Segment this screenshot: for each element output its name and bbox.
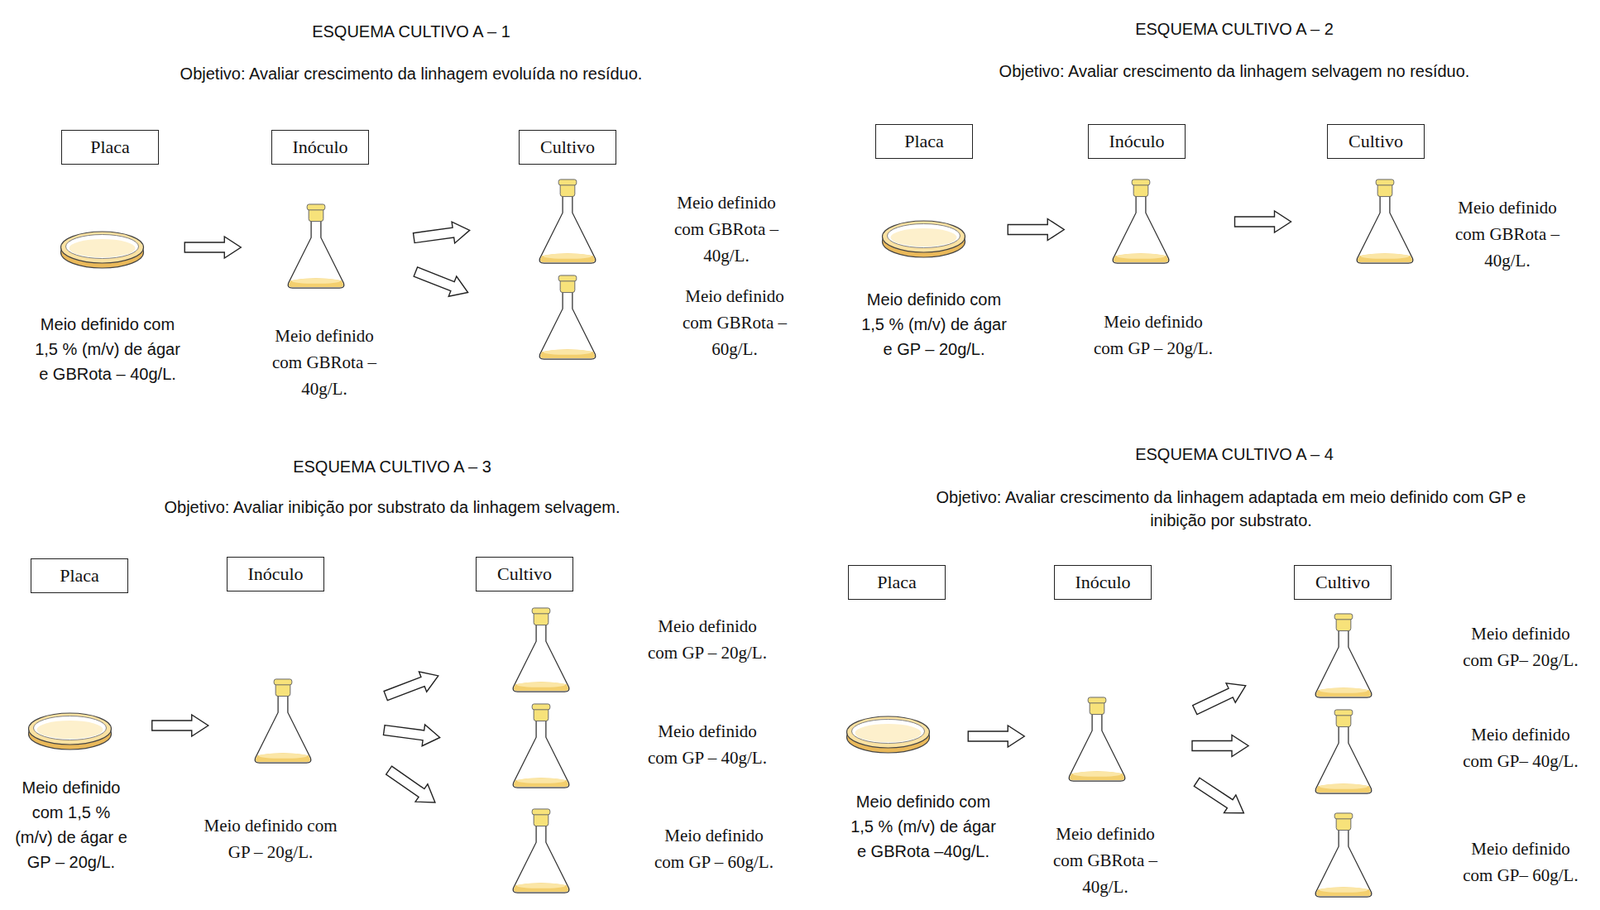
header-text: Inóculo <box>292 136 348 159</box>
scheme-title: ESQUEMA CULTIVO A – 3 <box>19 455 765 479</box>
hollow-arrow <box>1192 735 1249 757</box>
hollow-arrow <box>1235 210 1292 233</box>
medium-caption: Meio definido com 1,5 % (m/v) de ágar e … <box>847 789 1001 864</box>
hollow-arrow <box>413 267 468 297</box>
petri-dish-illustration <box>26 707 114 753</box>
flask: Meio definido com GP – 20g/L. <box>505 605 577 695</box>
stage-header-box: Placa <box>847 565 946 600</box>
flask-illustration <box>531 177 604 267</box>
header-text: Placa <box>876 571 917 594</box>
stage-header-box: Cultivo <box>475 556 574 592</box>
header-text: Inóculo <box>1108 130 1165 153</box>
header-text: Cultivo <box>540 136 595 159</box>
scheme-title: ESQUEMA CULTIVO A – 1 <box>38 19 784 44</box>
flask: Meio definido com GBRota – 40g/L. <box>1349 177 1421 267</box>
flask-illustration <box>247 676 319 767</box>
petri-dish-illustration <box>844 710 932 756</box>
header-text: Cultivo <box>1348 130 1404 153</box>
stage-header-box: Inóculo <box>1053 565 1152 600</box>
medium-caption: Meio definido com GP– 40g/L. <box>1458 721 1583 775</box>
medium-caption: Meio definido com GP– 60g/L. <box>1458 835 1583 889</box>
stage-header-box: Placa <box>30 558 129 594</box>
flask: Meio definido com GBRota – 60g/L. <box>531 273 604 363</box>
medium-caption: Meio definido com GP – 40g/L. <box>644 718 771 772</box>
medium-caption: Meio definido com 1,5 % (m/v) de ágar e … <box>31 311 185 387</box>
flask-illustration <box>531 273 604 363</box>
medium-caption: Meio definido com GP – 20g/L. <box>1090 308 1217 362</box>
stage-header-box: Placa <box>61 129 159 165</box>
medium-caption: Meio definido com 1,5 % (m/v) de ágar e … <box>13 775 130 875</box>
hollow-arrow <box>383 671 439 701</box>
hollow-arrow <box>383 724 441 747</box>
flask: Meio definido com GP– 40g/L. <box>1307 707 1380 797</box>
medium-caption: Meio definido com GP– 20g/L. <box>1458 620 1583 674</box>
header-text: Cultivo <box>497 563 552 585</box>
hollow-arrow <box>184 236 241 259</box>
flask: Meio definido com GBRota – 40g/L. <box>1061 694 1133 785</box>
flask-illustration <box>280 201 352 292</box>
header-text: Inóculo <box>247 563 303 585</box>
medium-caption: Meio definido com GP – 60g/L. <box>651 822 777 876</box>
objective-text: Objetivo: Avaliar crescimento da linhage… <box>920 485 1542 532</box>
flask-illustration <box>505 605 577 695</box>
medium-caption: Meio definido com GP – 20g/L. <box>198 812 344 866</box>
objective-text: Objetivo: Avaliar crescimento da linhage… <box>38 62 784 86</box>
petri-dish: Meio definido com 1,5 % (m/v) de ágar e … <box>844 710 932 756</box>
stage-header-box: Cultivo <box>1326 124 1425 159</box>
header-text: Cultivo <box>1315 571 1371 594</box>
flask: Meio definido com GP – 20g/L. <box>247 676 319 767</box>
flask: Meio definido com GP– 20g/L. <box>1307 611 1380 701</box>
flask: Meio definido com GP – 60g/L. <box>505 806 577 896</box>
flask-illustration <box>1307 707 1380 797</box>
medium-caption: Meio definido com GBRota – 60g/L. <box>675 282 796 363</box>
objective-text: Objetivo: Avaliar crescimento da linhage… <box>878 59 1591 83</box>
flask-illustration <box>1307 611 1380 701</box>
medium-caption: Meio definido com 1,5 % (m/v) de ágar e … <box>857 287 1011 362</box>
flask: Meio definido com GBRota – 40g/L. <box>531 177 604 267</box>
medium-caption: Meio definido com GBRota – 40g/L. <box>1045 820 1166 901</box>
header-text: Placa <box>90 136 130 159</box>
header-text: Placa <box>904 130 944 153</box>
flask-illustration <box>505 701 577 791</box>
flask: Meio definido com GP – 20g/L. <box>1105 177 1177 267</box>
stage-header-box: Inóculo <box>1087 124 1186 159</box>
flask: Meio definido com GP – 40g/L. <box>505 701 577 791</box>
petri-dish: Meio definido com 1,5 % (m/v) de ágar e … <box>58 225 146 271</box>
hollow-arrow <box>386 766 436 803</box>
flask-illustration <box>1105 177 1177 267</box>
objective-text: Objetivo: Avaliar inibição por substrato… <box>19 495 765 519</box>
hollow-arrow <box>412 221 470 244</box>
medium-caption: Meio definido com GBRota – 40g/L. <box>1447 194 1568 274</box>
flask-illustration <box>505 806 577 896</box>
header-text: Placa <box>59 565 100 587</box>
flask-illustration <box>1307 810 1380 901</box>
medium-caption: Meio definido com GBRota – 40g/L. <box>666 189 787 269</box>
stage-header-box: Inóculo <box>226 556 325 592</box>
petri-dish-illustration <box>58 225 146 271</box>
hollow-arrow <box>1192 683 1246 715</box>
hollow-arrow <box>1007 219 1064 241</box>
flask-illustration <box>1349 177 1421 267</box>
hollow-arrow <box>152 714 209 737</box>
header-text: Inóculo <box>1074 571 1131 594</box>
scheme-title: ESQUEMA CULTIVO A – 2 <box>878 17 1591 41</box>
stage-header-box: Placa <box>875 124 973 159</box>
stage-header-box: Inóculo <box>271 129 369 165</box>
petri-dish-illustration <box>880 215 968 260</box>
stage-header-box: Cultivo <box>1293 565 1392 600</box>
medium-caption: Meio definido com GBRota – 40g/L. <box>264 322 385 403</box>
flask-illustration <box>1061 694 1133 785</box>
flask: Meio definido com GP– 60g/L. <box>1307 810 1380 901</box>
scheme-title: ESQUEMA CULTIVO A – 4 <box>878 442 1591 466</box>
medium-caption: Meio definido com GP – 20g/L. <box>644 613 771 666</box>
stage-header-box: Cultivo <box>518 129 617 165</box>
petri-dish: Meio definido com 1,5 % (m/v) de ágar e … <box>26 707 114 753</box>
hollow-arrow <box>1193 777 1244 813</box>
flask: Meio definido com GBRota – 40g/L. <box>280 201 352 292</box>
hollow-arrow <box>967 725 1025 748</box>
petri-dish: Meio definido com 1,5 % (m/v) de ágar e … <box>880 215 968 260</box>
